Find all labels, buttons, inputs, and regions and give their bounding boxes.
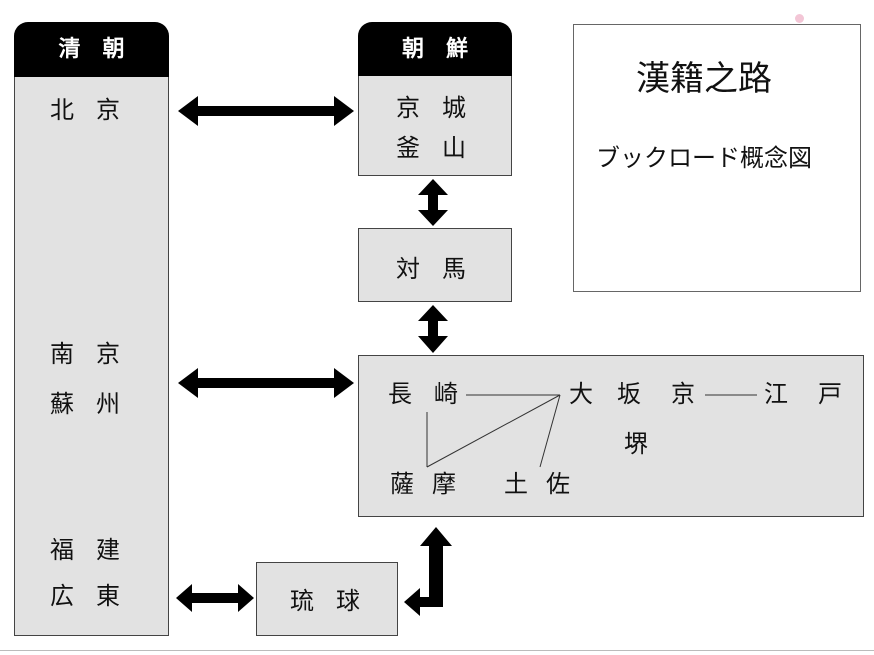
title-box xyxy=(573,24,861,292)
joseon-header: 朝鮮 xyxy=(358,22,512,76)
diagram-title: 漢籍之路 xyxy=(636,59,772,99)
city-osaka: 大坂 xyxy=(569,380,665,408)
city-nanjing: 南京 xyxy=(50,340,142,368)
double-arrow-tsushima-nagasaki xyxy=(418,305,448,353)
city-satsuma: 薩摩 xyxy=(390,470,474,498)
double-arrow-beijing-keijo xyxy=(178,96,354,126)
qing-box xyxy=(14,70,169,636)
tsushima-label: 対馬 xyxy=(396,255,488,283)
double-arrow-nanjing-nagasaki xyxy=(178,368,354,398)
city-kyo: 京 xyxy=(671,380,695,408)
tsushima-box xyxy=(358,228,512,302)
city-fujian: 福建 xyxy=(50,536,142,564)
joseon-box xyxy=(358,70,512,176)
ryukyu-label: 琉球 xyxy=(290,587,382,615)
city-beijing: 北京 xyxy=(50,96,142,124)
japan-box xyxy=(358,355,864,517)
city-nagasaki: 長崎 xyxy=(388,380,480,408)
city-suzhou: 蘇州 xyxy=(50,390,142,418)
route-osaka-satsuma xyxy=(426,394,561,468)
route-osaka-tosa xyxy=(539,394,561,468)
city-busan: 釜山 xyxy=(396,134,488,162)
city-keijo: 京城 xyxy=(396,94,488,122)
double-arrow-guangdong-ryukyu xyxy=(176,584,254,612)
city-edo: 江戸 xyxy=(764,380,872,408)
qing-header: 清朝 xyxy=(14,22,169,77)
bottom-divider xyxy=(0,650,874,651)
diagram-subtitle: ブックロード概念図 xyxy=(596,144,812,172)
city-sakai: 堺 xyxy=(624,430,648,458)
double-arrow-busan-tsushima xyxy=(418,179,448,226)
city-tosa: 土佐 xyxy=(504,470,588,498)
city-guangdong: 広東 xyxy=(50,582,142,610)
ryukyu-box xyxy=(256,562,398,636)
decorative-dot xyxy=(795,14,804,23)
elbow-arrow-ryukyu-satsuma xyxy=(404,527,452,616)
